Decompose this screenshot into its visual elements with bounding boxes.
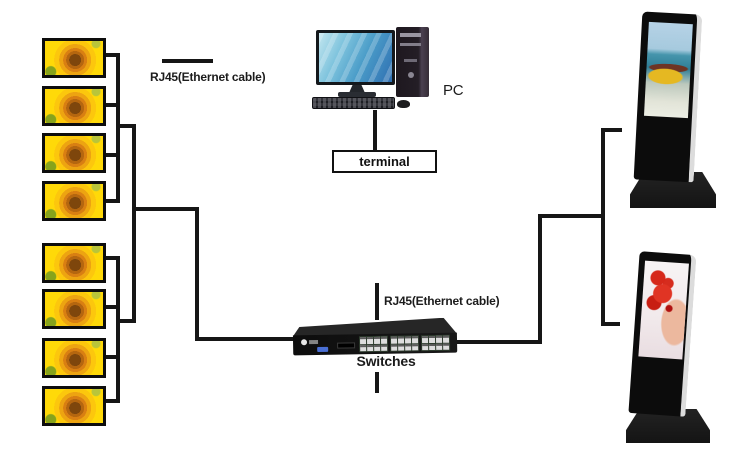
cable-stub-display-3 xyxy=(106,153,120,157)
cable-stub-display-1 xyxy=(106,53,120,57)
sunflower-image xyxy=(45,292,103,326)
cable-stub-display-8 xyxy=(106,399,120,403)
sunflower-image xyxy=(45,389,103,423)
cable-stub-display-7 xyxy=(106,355,120,359)
cable-stub-kiosk-1 xyxy=(603,128,622,132)
cable-bridge-top xyxy=(116,124,136,128)
sunflower-image xyxy=(45,41,103,75)
keyboard-icon xyxy=(312,97,395,109)
rj45-port-group-1 xyxy=(358,335,389,353)
display-screen-1 xyxy=(42,38,106,78)
switch-rj45-label: RJ45(Ethernet cable) xyxy=(384,294,500,308)
switch-logo-text xyxy=(309,339,319,345)
kiosk-screen-tomato xyxy=(638,260,689,360)
pc-label: PC xyxy=(443,82,464,99)
cable-mid-vertical xyxy=(132,124,136,323)
display-screen-5 xyxy=(42,243,106,283)
sunflower-image xyxy=(45,246,103,280)
legend-cable-sample xyxy=(162,59,213,63)
display-screen-8 xyxy=(42,386,106,426)
rj45-port-group-2 xyxy=(389,335,420,352)
drive-bay xyxy=(400,43,421,46)
cable-stub-display-2 xyxy=(106,103,120,107)
sunflower-image xyxy=(45,89,103,123)
cable-bridge-bottom xyxy=(116,319,136,323)
cable-stub-display-5 xyxy=(106,256,120,260)
rj45-port-group-3 xyxy=(420,334,451,352)
switch-front-face xyxy=(292,332,458,356)
sunflower-image xyxy=(45,341,103,375)
switches-label: Switches xyxy=(356,353,416,369)
display-screen-7 xyxy=(42,338,106,378)
cable-trunk-horizontal xyxy=(132,207,199,211)
network-switch-icon xyxy=(293,318,458,361)
power-button-icon xyxy=(408,72,414,78)
cable-stub-display-4 xyxy=(106,199,120,203)
cable-right-vertical xyxy=(538,214,542,344)
cable-trunk-vertical xyxy=(195,207,199,341)
vga-port-icon xyxy=(317,346,329,353)
console-slot-icon xyxy=(337,342,356,349)
display-screen-6 xyxy=(42,289,106,329)
cable-kiosk-bus xyxy=(601,128,605,326)
display-screen-2 xyxy=(42,86,106,126)
sunflower-image xyxy=(45,184,103,218)
sunflower-image xyxy=(45,136,103,170)
mouse-icon xyxy=(397,100,410,108)
cable-trunk-to-switch xyxy=(195,337,298,341)
display-screen-3 xyxy=(42,133,106,173)
pc-tower-icon xyxy=(396,27,429,97)
switch-logo-icon xyxy=(300,339,308,346)
monitor-stand-icon xyxy=(349,85,365,93)
terminal-label: terminal xyxy=(359,154,410,169)
cable-bus-bottom-group xyxy=(116,256,120,403)
display-screen-4 xyxy=(42,181,106,221)
drive-bay xyxy=(400,33,421,37)
kiosk-body xyxy=(633,11,703,183)
kiosk-body xyxy=(628,251,697,417)
terminal-box: terminal xyxy=(332,150,437,173)
cable-bus-top-group xyxy=(116,53,120,203)
cable-stub-kiosk-2 xyxy=(603,322,620,326)
cable-pc-terminal xyxy=(373,110,377,151)
cable-right-horizontal xyxy=(540,214,605,218)
cable-below-switch xyxy=(375,372,379,393)
cable-switch-right xyxy=(455,340,542,344)
monitor-screen xyxy=(319,33,392,82)
cable-terminal-switch xyxy=(375,283,379,320)
cable-stub-display-6 xyxy=(106,305,120,309)
monitor-icon xyxy=(316,30,395,85)
legend-rj45-label: RJ45(Ethernet cable) xyxy=(150,70,266,84)
monitor-stand-base xyxy=(338,92,376,97)
tower-brand-mark xyxy=(404,59,417,62)
kiosk-screen-beach xyxy=(643,21,693,119)
